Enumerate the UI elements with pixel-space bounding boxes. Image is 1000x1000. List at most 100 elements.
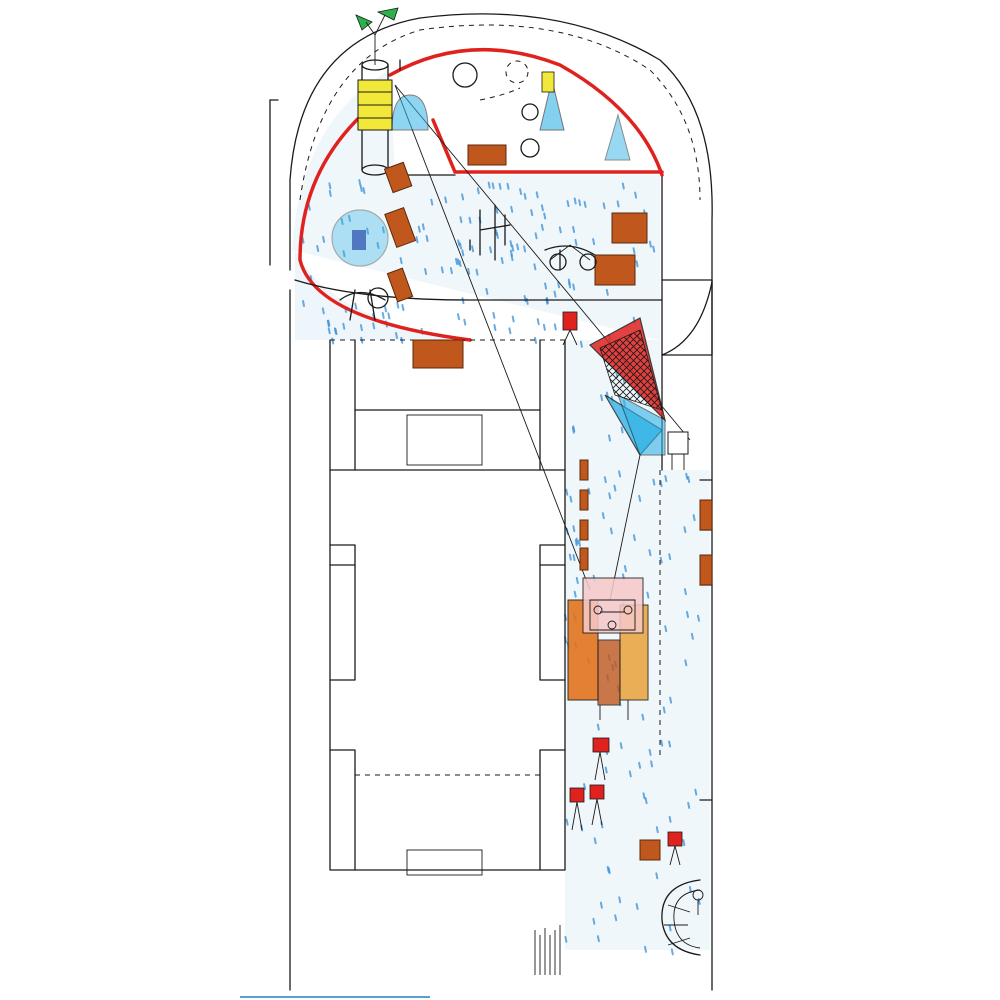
speckle-mark	[425, 235, 429, 242]
speckle-mark	[468, 216, 472, 224]
speckle-mark	[655, 826, 659, 834]
speckle-mark	[327, 327, 331, 335]
floor-areas	[292, 70, 710, 950]
speckle-mark	[307, 203, 311, 211]
speckle-mark	[463, 318, 467, 326]
speckle-mark	[609, 527, 613, 535]
speckle-mark	[592, 917, 596, 925]
speckle-mark	[424, 268, 428, 275]
speckle-mark	[509, 240, 513, 248]
speckle-mark	[619, 742, 623, 750]
speckle-mark	[607, 867, 611, 875]
speckle-mark	[557, 281, 561, 289]
speckle-mark	[489, 246, 493, 254]
speckle-mark	[688, 886, 692, 893]
speckle-mark	[326, 320, 330, 327]
speckle-mark	[558, 226, 562, 234]
speckle-mark	[635, 903, 639, 910]
speckle-mark	[342, 250, 346, 258]
speckle-mark	[519, 188, 523, 196]
speckle-mark	[475, 268, 479, 276]
speckle-mark	[458, 260, 462, 267]
speckle-mark	[650, 760, 654, 768]
speckle-mark	[687, 801, 691, 809]
speckle-mark	[596, 723, 600, 731]
speckle-mark	[487, 181, 491, 189]
speckle-mark	[669, 696, 673, 704]
speckle-mark	[456, 258, 460, 266]
tower-icon	[357, 35, 393, 176]
speckle-mark	[614, 914, 618, 922]
stairs-upper	[406, 414, 483, 466]
speckle-mark	[568, 553, 572, 561]
speckle-mark	[573, 590, 577, 598]
speckle-mark	[567, 278, 571, 286]
speckle-mark	[655, 872, 659, 880]
speckle-mark	[381, 226, 385, 234]
speckle-mark	[573, 197, 577, 205]
speckle-mark	[544, 282, 548, 290]
speckle-mark	[485, 287, 489, 295]
speckle-mark	[491, 182, 495, 190]
speckle-mark	[682, 839, 686, 847]
speckle-mark	[628, 770, 632, 778]
speckle-mark	[493, 324, 497, 331]
speckle-mark	[659, 480, 663, 488]
tent-icon	[589, 317, 689, 470]
speckle-mark	[668, 924, 672, 932]
speckle-mark	[421, 223, 425, 231]
speckle-mark	[662, 706, 666, 714]
speckle-mark	[574, 238, 578, 246]
speckle-mark	[322, 235, 326, 243]
speckle-mark	[664, 625, 668, 633]
speckle-mark	[593, 837, 597, 845]
cone-icon	[539, 71, 631, 161]
speckle-mark	[449, 267, 453, 275]
speckle-mark	[328, 182, 332, 190]
speckle-mark	[578, 539, 581, 547]
speckle-mark	[511, 315, 515, 323]
speckle-mark	[565, 818, 569, 826]
speckle-mark	[638, 494, 642, 502]
speckle-mark	[613, 484, 617, 492]
red-curved-wall	[298, 47, 664, 342]
speckle-mark	[648, 549, 652, 557]
corner-steps	[534, 925, 561, 975]
speckle-mark	[569, 495, 573, 503]
speckle-mark	[359, 185, 363, 192]
speckle-mark	[510, 205, 514, 213]
speckle-mark	[660, 739, 664, 747]
speckle-mark	[583, 200, 587, 208]
speckle-mark	[459, 216, 463, 224]
speckle-mark	[536, 318, 540, 326]
speckle-mark	[604, 766, 608, 774]
speckle-mark	[646, 591, 650, 599]
speckle-mark	[644, 797, 648, 805]
speckle-mark	[638, 761, 642, 769]
speckle-mark	[599, 901, 603, 909]
speckle-mark	[461, 297, 465, 305]
speckle-mark	[578, 199, 582, 207]
speckle-mark	[565, 488, 569, 496]
speckle-mark	[362, 187, 366, 194]
speckle-mark	[572, 554, 576, 562]
speckle-mark	[668, 815, 672, 823]
speckle-mark	[461, 249, 465, 257]
speckle-mark	[543, 212, 547, 220]
flag-icon	[355, 7, 399, 36]
speckle-mark	[694, 788, 698, 796]
speckle-mark	[495, 206, 499, 214]
speckle-mark	[670, 948, 674, 956]
speckle-mark	[516, 243, 520, 251]
building-block	[329, 339, 566, 975]
sphere-kiosk	[331, 209, 389, 267]
speckle-mark	[683, 588, 687, 596]
speckle-mark	[372, 322, 376, 330]
dome-icon	[391, 94, 429, 131]
speckle-mark	[476, 187, 480, 195]
speckle-mark	[687, 476, 691, 483]
speckle-mark	[652, 478, 656, 486]
speckle-mark	[690, 632, 694, 640]
